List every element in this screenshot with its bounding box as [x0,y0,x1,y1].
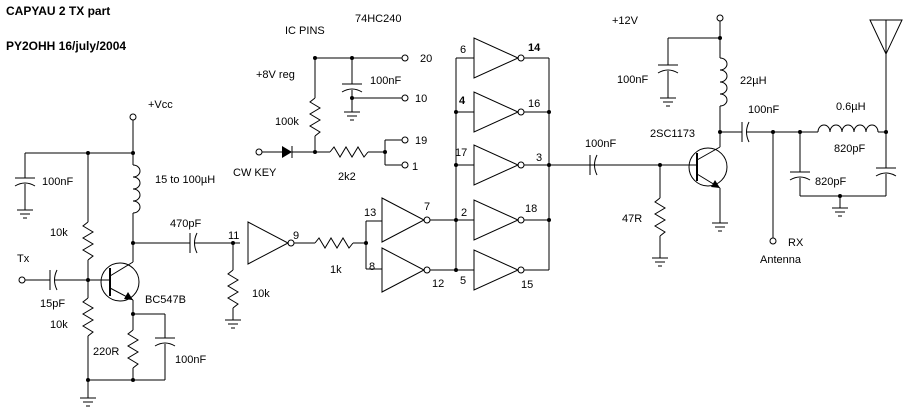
inductor-choke [132,164,141,214]
n-4-label: 4 [459,95,466,107]
ic-pins-label: IC PINS [285,25,325,37]
n-7-label: 7 [424,201,430,213]
resistor-220r [127,329,139,369]
n-11-label: 11 [228,230,239,242]
resistor-10k-bottom [82,297,94,337]
inverter-gate-6 [473,37,520,79]
n-17-label: 17 [455,147,467,159]
c-820-b-label: 820pF [815,176,846,188]
c-12v-label: 100nF [617,74,648,86]
n-3-label: 3 [536,152,542,164]
v12-label: +12V [612,15,639,27]
ground-symbol [660,97,676,107]
pin-1-label: 1 [412,161,418,173]
n-6-label: 6 [460,44,466,56]
ground-symbol [652,257,668,267]
cw-key-label: CW KEY [233,167,277,179]
ground-symbol [80,397,96,407]
inverter-gate-4 [473,91,520,133]
r-10k-in-label: 10k [252,288,270,300]
n-14-label: 14 [528,42,541,54]
c-vcc-label: 100nF [42,176,73,188]
rx-terminal [769,237,777,245]
v12-terminal [716,14,724,22]
pin-20-label: 20 [420,53,432,65]
r-100k-label: 100k [275,116,299,128]
c-15p-label: 15pF [40,298,65,310]
n-18-label: 18 [525,203,537,215]
antenna-icon [869,19,903,56]
resistor-2k2 [329,146,369,158]
n-15-label: 15 [521,279,533,291]
vcc-label: +Vcc [148,99,173,111]
q2-label: 2SC1173 [650,128,695,140]
n-12-label: 12 [432,278,444,290]
r-10k-top-label: 10k [50,227,68,239]
pin-19-label: 19 [415,135,427,147]
rx-label: RX [788,237,804,249]
q1-label: BC547B [145,294,186,306]
parallel-inverter-bank: 6 14 4 16 17 3 2 18 5 15 [454,37,655,291]
n-13-label: 13 [364,207,376,219]
cw-key-terminal [255,148,263,156]
ground-symbol [344,111,360,121]
reg-label: +8V reg [256,69,295,81]
l-choke-label: 15 to 100µH [155,174,215,186]
c-470p-label: 470pF [170,218,201,230]
inverter-gate-5 [473,249,520,291]
transistor-2sc1173 [688,147,728,187]
vcc-terminal [129,113,137,121]
pa-stage: 100nF 47R 2SC1173 +12V [585,14,903,267]
c-emit-label: 100nF [175,354,206,366]
tx-label: Tx [17,253,30,265]
inverter-gate-2 [473,199,520,241]
n-9-label: 9 [293,230,299,242]
r-2k2-label: 2k2 [338,171,356,183]
title: CAPYAU 2 TX part [6,4,110,18]
r-1k-label: 1k [330,264,342,276]
cap-reg-plate-bottom [341,88,363,93]
n-8-label: 8 [369,261,375,273]
resistor-100k [309,97,321,137]
resistor-10k-top [82,221,94,261]
ground-symbol [17,209,33,219]
l-22-label: 22µH [740,75,767,87]
inverter-gate-8 [381,247,426,293]
resistor-1k [314,237,354,249]
ground-symbol [712,222,728,232]
inverter-input-stage: 11 10k 9 1k 13 8 7 12 [225,197,456,329]
inverter-gate-17 [473,144,520,186]
diode [282,146,292,158]
ic-label: 74HC240 [355,13,401,25]
tx-terminal [18,276,26,284]
ground-symbol [832,207,848,217]
l-06-label: 0.6µH [836,101,866,113]
c-out-label: 100nF [585,138,616,150]
n-2-label: 2 [461,207,467,219]
r-47-label: 47R [622,213,642,225]
n-5-label: 5 [460,275,466,287]
antenna-label: Antenna [760,254,802,266]
r-220-label: 220R [93,346,119,358]
n-16-label: 16 [528,98,540,110]
bc547b-stage: +Vcc 100nF 15 to 100µH 10k Tx [14,99,240,407]
inductor-22uh [719,57,728,107]
resistor-47r [654,197,666,237]
r-10k-bottom-label: 10k [50,319,68,331]
c-820-a-label: 820pF [834,143,865,155]
c-100n-out-label: 100nF [748,104,779,116]
author: PY2OHH 16/july/2004 [6,39,126,53]
power-pins-section: 20 +8V reg 100k 100nF 10 CW KEY [233,53,432,183]
inverter-gate-13 [381,197,426,243]
inductor-0-6uh [817,124,879,133]
c-reg-label: 100nF [370,75,401,87]
pin-10-label: 10 [415,93,427,105]
transistor-bc547b [100,262,140,302]
ground-symbol [225,319,241,329]
resistor-10k-input [227,269,239,309]
inverter-gate-11 [247,221,290,265]
